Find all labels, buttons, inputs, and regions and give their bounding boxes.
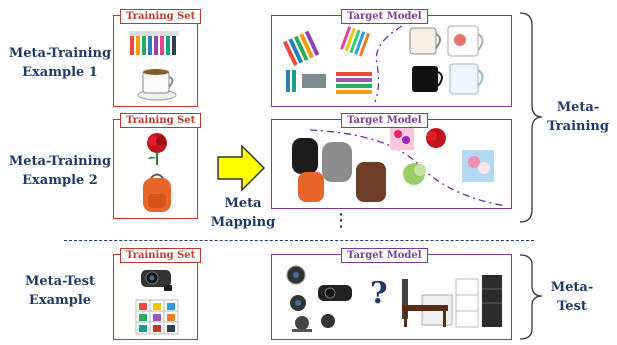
meta-mapping-arrow [217,144,266,192]
training-set-title-3: Training Set [120,248,202,263]
ellipsis: ⋮ [332,210,350,231]
meta-training-brace [519,12,543,223]
training-set-box-3 [113,254,198,340]
training-set-box-2 [113,119,198,219]
target-model-title-1: Target Model [341,9,428,24]
target-model-title-2: Target Model [341,113,428,128]
training-set-box-1 [113,15,198,107]
meta-test-label: Meta- Test [542,278,602,316]
target-model-title-3: Target Model [341,248,428,263]
cup-warmer-icon [137,69,177,101]
separator-line [64,240,534,241]
meta-mapping-line1: Meta [224,196,262,211]
meta-test-line2: Test [557,299,587,314]
backpack-icon [143,173,171,212]
separator-curve [374,25,403,103]
meta-test-brace [519,254,543,340]
meta-training-line1: Meta- [556,100,600,115]
row2-label: Meta-Training Example 2 [5,152,115,190]
meta-test-line1: Meta- [550,280,594,295]
row2-label-line1: Meta-Training [8,154,112,169]
row1-label: Meta-Training Example 1 [5,44,115,82]
target-model-box-2 [271,119,512,209]
webcam-icon [286,265,352,332]
row3-label-line1: Meta-Test [24,274,96,289]
flowers-icon [390,126,494,185]
meta-mapping-line2: Mapping [210,215,276,230]
shelf-icon [402,275,502,328]
mugs-icon [409,25,484,95]
row1-label-line1: Meta-Training [8,46,112,61]
row1-label-line2: Example 1 [22,65,98,80]
desk-icon [402,305,448,327]
row3-label-line2: Example [28,293,92,308]
markers-icon [129,31,179,55]
target-model-box-3: ? [271,254,512,340]
training-set-title-1: Training Set [120,9,202,24]
target-model-box-1 [271,15,512,107]
row3-label: Meta-Test Example [5,272,115,310]
shelf-icon [135,299,179,335]
row2-label-line2: Example 2 [22,173,98,188]
webcam-icon [141,270,172,291]
separator-curve [309,129,507,207]
markers-icon [282,26,372,94]
rose-icon [147,133,167,165]
meta-training-label: Meta- Training [542,98,614,136]
question-mark: ? [370,276,388,311]
training-set-title-2: Training Set [120,113,202,128]
backpack-icon [292,138,386,202]
meta-training-line2: Training [547,119,609,134]
meta-mapping-label: Meta Mapping [208,194,278,232]
